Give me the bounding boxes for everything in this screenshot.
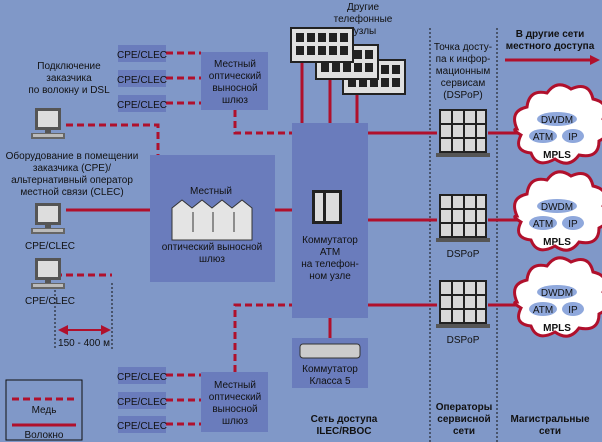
computer-icon (31, 203, 65, 234)
cpe-label: CPE/CLEC (25, 296, 75, 307)
cpe-description: Оборудование в помещении заказчика (CPE)… (6, 150, 139, 198)
cpe-group-bottom: CPE/CLEC CPE/CLEC CPE/CLEC (117, 367, 167, 433)
dspop-label: Точка досту- па к инфор- мационным серви… (434, 42, 492, 101)
gateway-bottom: Местный оптический выносной шлюз (201, 372, 268, 432)
svg-text:ном узле: ном узле (309, 271, 351, 282)
computer-icon (31, 108, 65, 139)
svg-text:заказчика (CPE)/: заказчика (CPE)/ (33, 163, 111, 174)
gateway-top: Местный оптический выносной шлюз (201, 52, 268, 110)
svg-text:сети: сети (539, 426, 561, 437)
svg-text:Местный: Местный (190, 186, 232, 197)
svg-text:CPE/CLEC: CPE/CLEC (117, 397, 167, 408)
svg-text:альтернативный оператор: альтернативный оператор (11, 175, 133, 186)
svg-text:Медь: Медь (32, 405, 57, 416)
svg-text:местной связи (CLEC): местной связи (CLEC) (20, 187, 123, 198)
legend: Медь Волокно (5, 379, 83, 441)
svg-text:IP: IP (568, 305, 578, 316)
svg-text:Местный: Местный (214, 59, 256, 70)
server-rack-icon (436, 109, 490, 157)
svg-text:(DSPoP): (DSPoP) (443, 90, 482, 101)
other-networks-label: местного доступа (506, 41, 595, 52)
buildings-icon (171, 199, 253, 241)
distance-label: 150 - 400 м (58, 338, 110, 349)
svg-text:заказчика: заказчика (46, 73, 92, 84)
server-rack-icon (436, 194, 490, 242)
backbone-cloud: DWDM ATM IP MPLS (515, 85, 602, 163)
svg-text:CPE/CLEC: CPE/CLEC (117, 372, 167, 383)
svg-text:ATM: ATM (533, 305, 553, 316)
svg-text:оптический выносной: оптический выносной (162, 242, 263, 253)
svg-text:DWDM: DWDM (541, 115, 573, 126)
cpe-label: CPE/CLEC (25, 241, 75, 252)
svg-text:сервисам: сервисам (441, 78, 486, 89)
customer-label: Подключение заказчика по волокну и DSL (28, 61, 110, 96)
computer-icon (31, 258, 65, 289)
svg-text:IP: IP (568, 219, 578, 230)
atm-switch: Коммутатор АТМ на телефон- ном узле (292, 123, 368, 318)
backbone-cloud: DWDM ATM IP MPLS (515, 172, 602, 250)
svg-text:оптический: оптический (209, 71, 261, 82)
svg-text:IP: IP (568, 132, 578, 143)
server-rack-icon (436, 280, 490, 328)
dspop-label: DSPoP (447, 335, 480, 346)
other-nodes-label: Другие телефонные узлы (334, 2, 393, 37)
svg-text:шлюз: шлюз (222, 416, 248, 427)
svg-text:Коммутатор: Коммутатор (302, 364, 358, 375)
svg-text:Подключение: Подключение (37, 61, 101, 72)
section-backbone: Магистральные сети (510, 414, 590, 437)
svg-text:MPLS: MPLS (543, 323, 571, 334)
switch-icon (312, 190, 342, 224)
svg-text:узлы: узлы (354, 26, 377, 37)
svg-text:па к инфор-: па к инфор- (436, 53, 491, 65)
central-gateway: Местный оптический выносной шлюз (150, 155, 275, 282)
svg-text:по волокну и DSL: по волокну и DSL (28, 85, 110, 96)
svg-text:CPE/CLEC: CPE/CLEC (117, 421, 167, 432)
svg-text:Класса 5: Класса 5 (309, 376, 351, 387)
other-networks-label: В другие сети (516, 29, 585, 40)
svg-text:ILEC/RBOC: ILEC/RBOC (317, 426, 372, 437)
dspop-label: DSPoP (447, 249, 480, 260)
svg-text:шлюз: шлюз (222, 95, 248, 106)
section-access: Сеть доступа ILEC/RBOC (311, 414, 378, 437)
class5-switch: Коммутатор Класса 5 (292, 338, 368, 388)
telephone-node-icon (290, 27, 354, 63)
svg-text:CPE/CLEC: CPE/CLEC (117, 50, 167, 61)
svg-text:на телефон-: на телефон- (301, 258, 359, 270)
svg-text:Другие: Другие (347, 2, 379, 13)
svg-text:телефонные: телефонные (334, 13, 393, 25)
svg-text:АТМ: АТМ (320, 247, 340, 258)
svg-text:Коммутатор: Коммутатор (302, 235, 358, 246)
svg-text:ATM: ATM (533, 132, 553, 143)
svg-text:Оборудование в помещении: Оборудование в помещении (6, 150, 139, 162)
svg-text:Сеть доступа: Сеть доступа (311, 414, 378, 425)
svg-text:CPE/CLEC: CPE/CLEC (117, 100, 167, 111)
svg-text:Точка досту-: Точка досту- (434, 42, 492, 53)
svg-text:шлюз: шлюз (199, 254, 225, 265)
svg-text:ATM: ATM (533, 219, 553, 230)
svg-text:CPE/CLEC: CPE/CLEC (117, 75, 167, 86)
svg-text:оптический: оптический (209, 392, 261, 403)
svg-text:выносной: выносной (212, 83, 257, 94)
svg-text:сервисной: сервисной (437, 414, 490, 425)
section-service: Операторы сервисной сети (436, 402, 493, 437)
svg-text:Местный: Местный (214, 380, 256, 391)
svg-text:MPLS: MPLS (543, 237, 571, 248)
svg-text:Волокно: Волокно (25, 430, 64, 441)
cpe-group-top: CPE/CLEC CPE/CLEC CPE/CLEC (117, 45, 167, 112)
svg-text:MPLS: MPLS (543, 150, 571, 161)
svg-text:Операторы: Операторы (436, 402, 493, 413)
backbone-cloud: DWDM ATM IP MPLS (515, 258, 602, 336)
svg-text:Магистральные: Магистральные (510, 414, 590, 425)
svg-text:DWDM: DWDM (541, 288, 573, 299)
svg-text:мационным: мационным (436, 66, 491, 77)
connections (54, 51, 600, 426)
svg-text:выносной: выносной (212, 404, 257, 415)
svg-text:сети: сети (453, 426, 475, 437)
svg-text:DWDM: DWDM (541, 202, 573, 213)
